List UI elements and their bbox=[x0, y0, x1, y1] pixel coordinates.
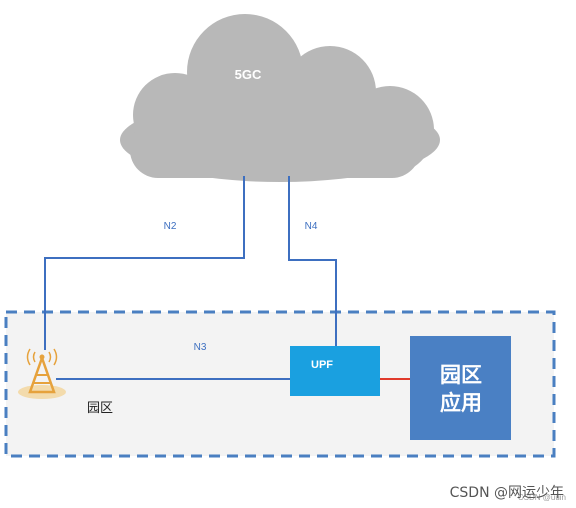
campus-label: 园区 bbox=[87, 401, 113, 416]
watermark: CSDN @网运少年 bbox=[449, 485, 564, 501]
core-cloud bbox=[120, 14, 440, 182]
n4-link bbox=[288, 176, 337, 346]
core-label: 5GC bbox=[235, 67, 262, 82]
campus-app-label-2: 应用 bbox=[440, 391, 482, 415]
n2-link bbox=[44, 176, 245, 350]
n2-label: N2 bbox=[164, 221, 177, 232]
base-station-icon bbox=[18, 348, 66, 399]
n4-label: N4 bbox=[305, 221, 318, 232]
n3-label: N3 bbox=[194, 342, 207, 353]
campus-app-label-1: 园区 bbox=[440, 363, 482, 387]
upf-box bbox=[290, 346, 380, 396]
watermark-sub: CSDN @uuin bbox=[517, 493, 566, 502]
campus-app-box bbox=[410, 336, 511, 440]
upf-label: UPF bbox=[311, 359, 333, 371]
